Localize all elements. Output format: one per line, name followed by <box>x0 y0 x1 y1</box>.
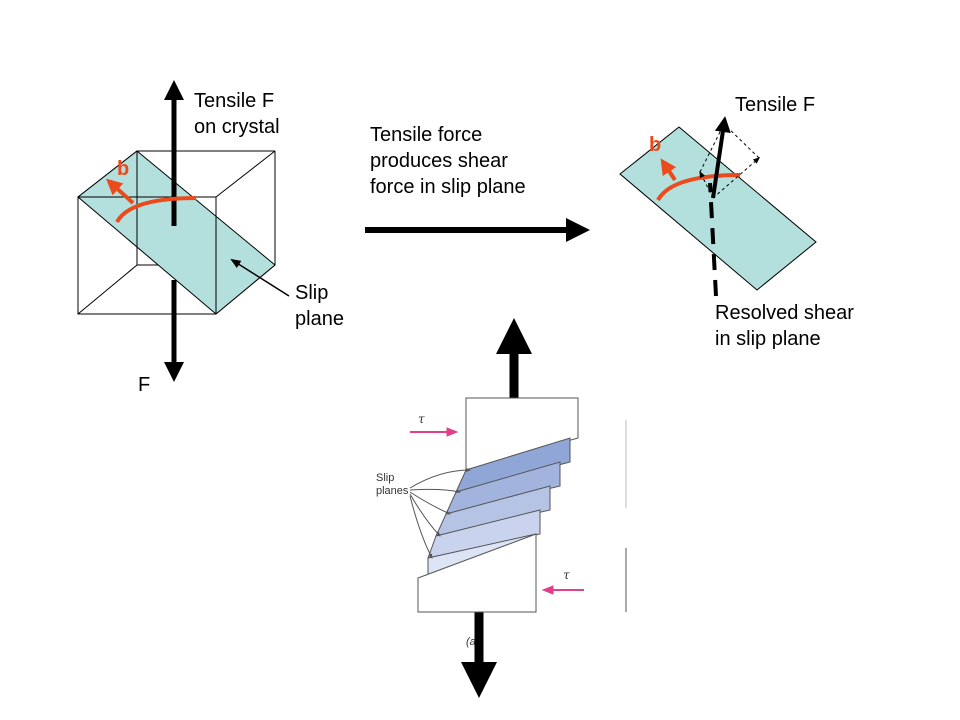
parallelogram-side-b <box>723 123 760 159</box>
shear-component <box>699 170 714 199</box>
resolved-shear-label: Resolved shear in slip plane <box>715 302 854 350</box>
tensile-f-label-right: Tensile F <box>735 94 816 116</box>
slip-layer-3 <box>435 485 551 537</box>
tau-label-bottom: τ <box>563 568 570 582</box>
slip-planes-small-label: Slip planes <box>376 472 409 497</box>
parallelogram-side-a <box>699 123 725 173</box>
tensile-f-on-crystal-label: Tensile F on crystal <box>194 90 280 138</box>
slip-plane-leader <box>230 258 290 297</box>
burgers-vector-label-left: b <box>117 158 130 180</box>
dislocation-line-right <box>656 173 741 202</box>
resolved-shear-leader <box>708 182 718 297</box>
normal-component <box>712 157 761 199</box>
slip-plane-label: Slip plane <box>295 282 344 330</box>
burgers-vector-right <box>660 158 677 182</box>
bottom-block <box>417 533 537 613</box>
explanation-label: Tensile force produces shear force in sl… <box>370 124 526 198</box>
top-block <box>465 397 579 471</box>
dislocation-line-left <box>115 196 197 224</box>
slip-layer-2 <box>445 461 561 515</box>
slip-layer-1 <box>455 437 571 493</box>
slip-plane-left <box>77 150 276 315</box>
burgers-vector-left <box>106 178 135 205</box>
figure-tag: (a <box>466 636 476 648</box>
burgers-vector-label-right: b <box>649 134 662 156</box>
force-f-label: F <box>138 374 151 396</box>
tau-label-top: τ <box>418 412 425 426</box>
tensile-force-vector <box>711 116 731 199</box>
slip-layer-4 <box>427 509 541 559</box>
slip-planes-pointers <box>409 468 471 559</box>
